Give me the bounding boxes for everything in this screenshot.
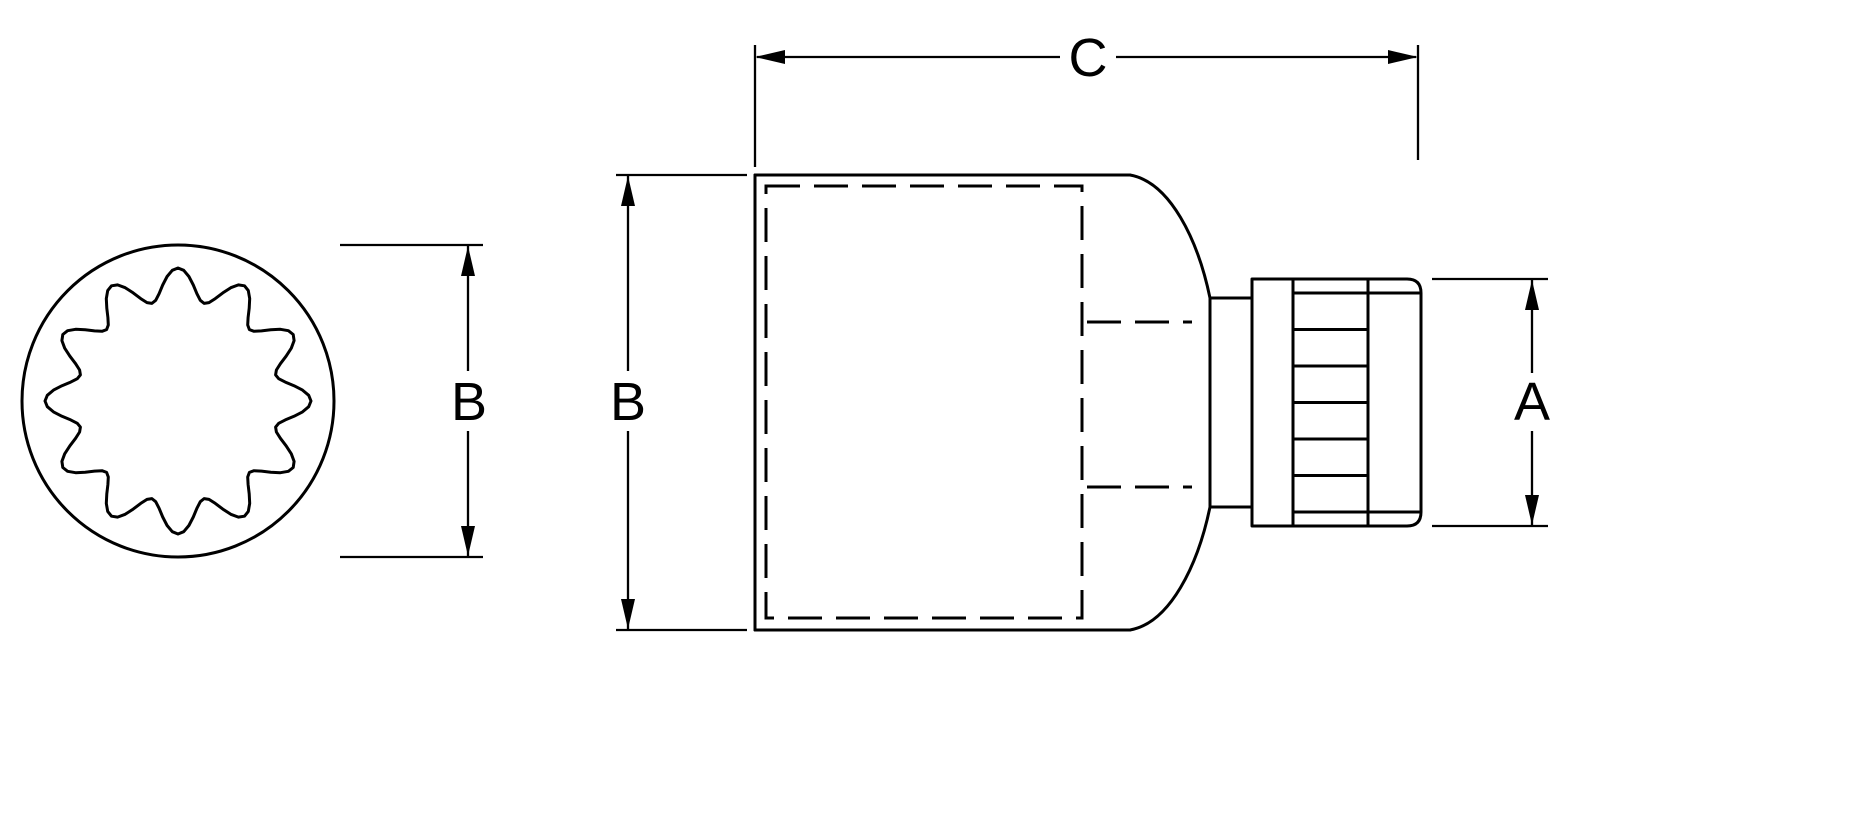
- dimension-b-front: B: [340, 243, 495, 559]
- side-view: [753, 173, 1423, 632]
- twelve-point-profile: [43, 266, 313, 536]
- dim-b-front-arrow-up-icon: [461, 246, 475, 276]
- hidden-bore-rect: [764, 184, 1084, 620]
- taper-top-curve: [1128, 173, 1212, 300]
- dim-a-label: A: [1514, 372, 1550, 432]
- dim-b-side-arrow-up-icon: [621, 176, 635, 206]
- dim-b-side-label-mask: [601, 371, 655, 431]
- front-view: [20, 243, 336, 559]
- dim-c-arrow-right-icon: [1388, 50, 1418, 64]
- front-outer-circle: [20, 243, 336, 559]
- dim-a-arrow-down-icon: [1525, 495, 1539, 525]
- dim-c-label: C: [1069, 28, 1108, 88]
- dim-a-arrow-up-icon: [1525, 280, 1539, 310]
- dim-b-front-arrow-down-icon: [461, 526, 475, 556]
- dim-a-label-mask: [1505, 373, 1559, 431]
- knurl-stripe-lines: [1291, 291, 1370, 514]
- flange-ring: [1250, 277, 1295, 528]
- dim-b-front-label: B: [451, 372, 487, 432]
- dim-b-front-label-mask: [441, 371, 495, 431]
- dim-b-side-label: B: [610, 372, 646, 432]
- dim-b-side-arrow-down-icon: [621, 599, 635, 629]
- taper-bottom-curve: [1128, 505, 1212, 632]
- end-cap: [1366, 277, 1423, 528]
- dimension-b-side: B: [601, 173, 747, 632]
- dimension-c: C: [753, 27, 1420, 167]
- dimension-a: A: [1432, 277, 1559, 528]
- dim-c-label-mask: [1060, 27, 1116, 87]
- dim-c-arrow-left-icon: [755, 50, 785, 64]
